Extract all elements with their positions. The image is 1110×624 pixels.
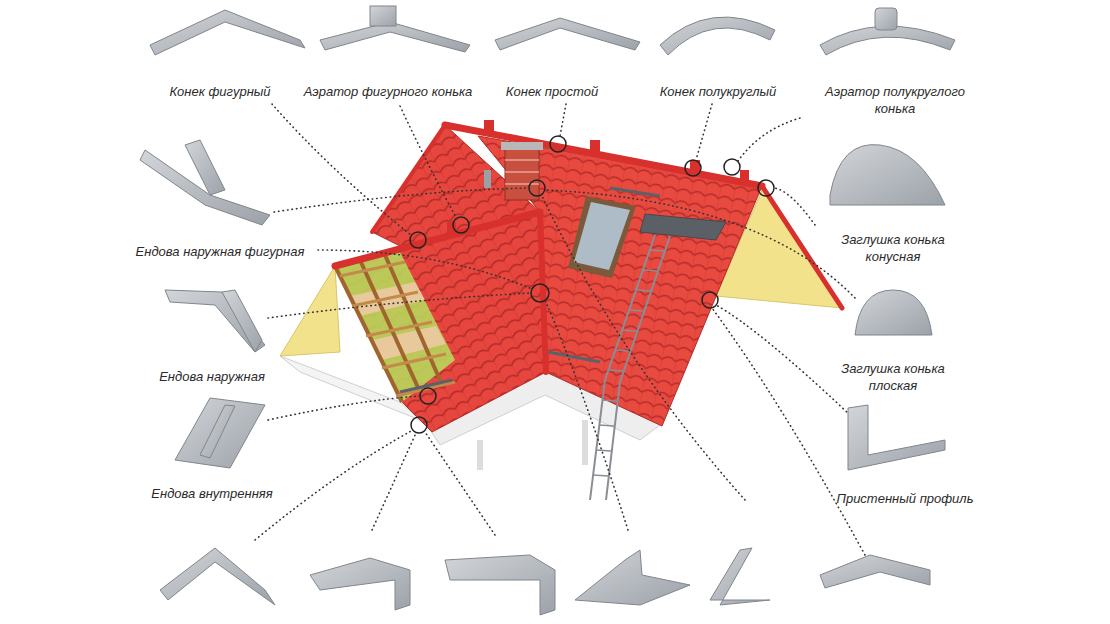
leader-lines bbox=[255, 104, 865, 555]
roof-slope bbox=[335, 212, 546, 432]
part-label: Ендова внутренняя bbox=[151, 485, 272, 502]
ridge-caps bbox=[335, 125, 842, 372]
callout-markers bbox=[410, 136, 774, 433]
left-gable bbox=[280, 266, 340, 356]
chimney bbox=[484, 142, 543, 200]
part-label: Ендова наружная фигурная bbox=[136, 243, 305, 260]
part-label: Заглушка конька плоская bbox=[818, 360, 968, 394]
part-label: Конек простой bbox=[506, 83, 598, 100]
part-label: Аэратор фигурного конька bbox=[304, 83, 473, 100]
part-label: Аэратор полукруглого конька bbox=[815, 83, 975, 117]
snow-guards bbox=[400, 188, 660, 392]
part-label: Конек полукруглый bbox=[660, 83, 777, 100]
part-label: Конек фигурный bbox=[169, 83, 270, 100]
roof-ladder bbox=[590, 214, 726, 500]
roof-structure bbox=[335, 252, 455, 402]
part-label: Пристенный профиль bbox=[836, 490, 973, 507]
part-label: Заглушка конька конусная bbox=[818, 231, 968, 265]
part-label: Ендова наружная bbox=[159, 368, 265, 385]
